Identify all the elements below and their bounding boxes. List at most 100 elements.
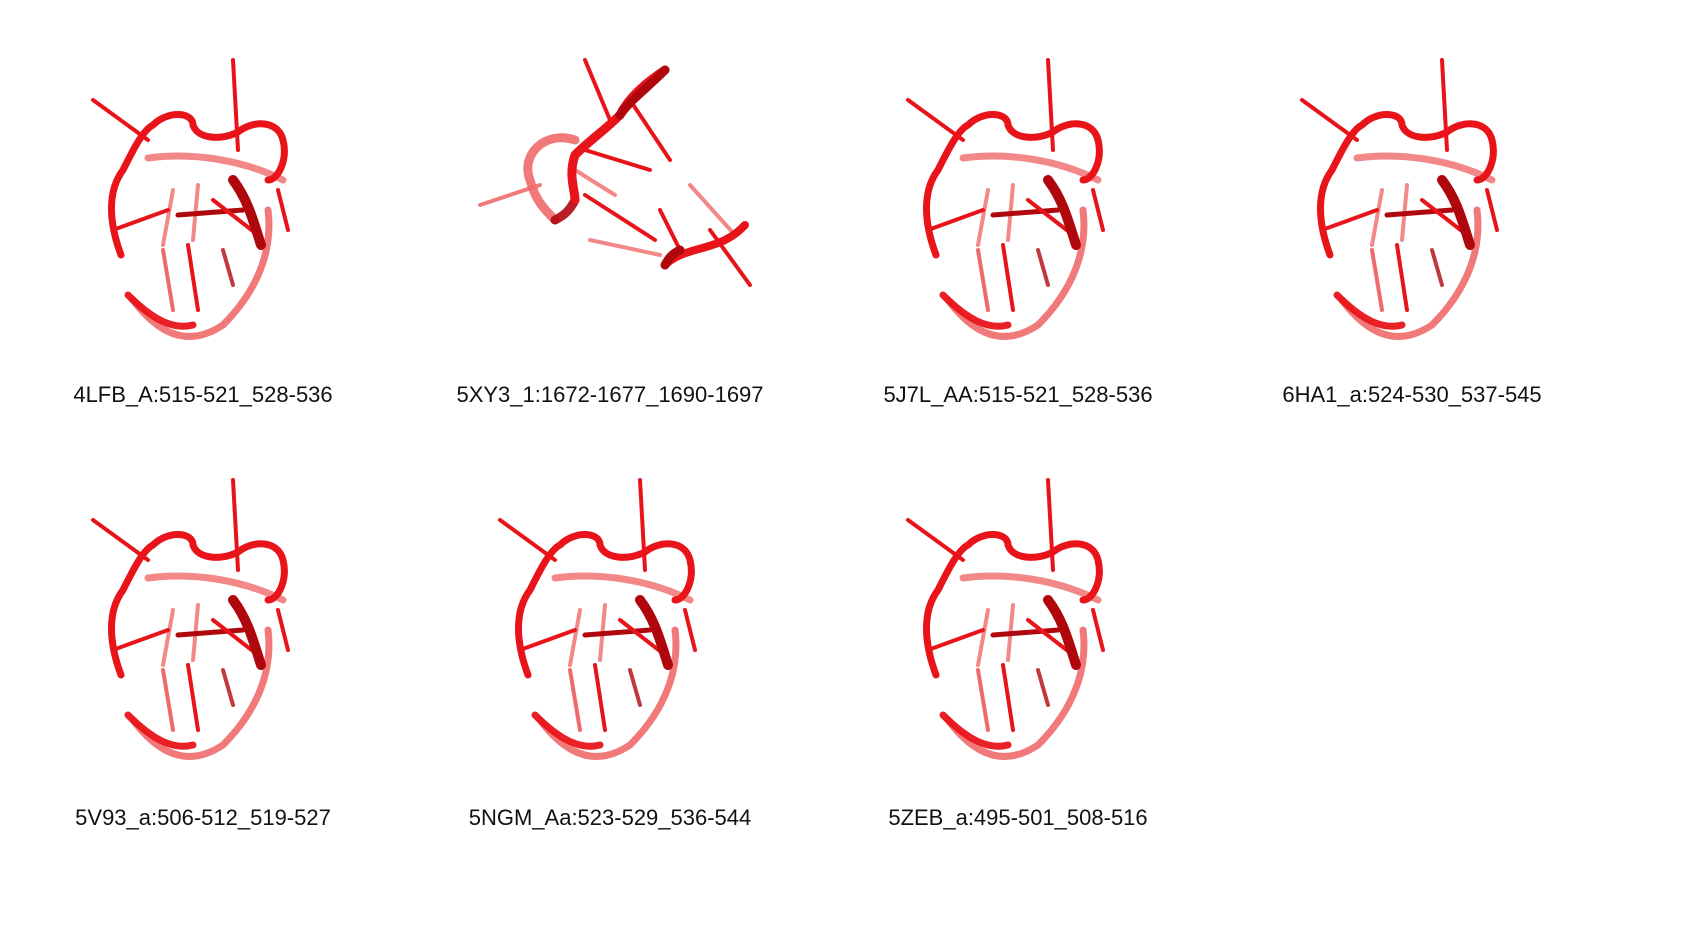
backbone-strand xyxy=(661,221,749,269)
backbone-strand xyxy=(660,245,685,270)
base-stick xyxy=(583,58,612,122)
structure-label: 5V93_a:506-512_519-527 xyxy=(75,805,331,830)
base-stick xyxy=(186,243,200,312)
backbone-strand xyxy=(531,711,604,750)
structure-panel: 6HA1_a:524-530_537-545 xyxy=(1232,0,1592,420)
base-stick xyxy=(1430,248,1444,287)
base-stick xyxy=(583,148,652,172)
structure-label: 5XY3_1:1672-1677_1690-1697 xyxy=(456,382,764,407)
rna-structure-image xyxy=(91,58,290,340)
rna-structure-image xyxy=(906,478,1105,760)
base-stick xyxy=(568,668,582,732)
base-stick xyxy=(91,518,150,562)
base-stick xyxy=(1091,608,1105,652)
base-stick xyxy=(568,608,582,667)
backbone-strand xyxy=(108,111,288,259)
base-stick xyxy=(186,663,200,732)
base-stick xyxy=(708,228,752,287)
base-stick xyxy=(111,628,170,652)
base-stick xyxy=(976,188,990,247)
base-stick xyxy=(688,183,737,237)
base-stick xyxy=(990,627,1061,638)
base-stick xyxy=(683,608,697,652)
base-stick xyxy=(906,518,965,562)
backbone-strand xyxy=(228,175,266,250)
structure-label: 4LFB_A:515-521_528-536 xyxy=(73,382,333,407)
backbone-strand xyxy=(1043,175,1081,250)
base-stick xyxy=(1001,243,1015,312)
structure-panel: 5XY3_1:1672-1677_1690-1697 xyxy=(430,0,790,420)
backbone-strand xyxy=(144,572,287,604)
backbone-strand xyxy=(124,711,197,750)
backbone-strand xyxy=(536,626,680,760)
backbone-strand xyxy=(1338,206,1482,340)
rna-structure-image xyxy=(1300,58,1499,340)
backbone-strand xyxy=(1333,291,1406,330)
base-stick xyxy=(221,668,235,707)
structure-label: 6HA1_a:524-530_537-545 xyxy=(1282,382,1542,407)
backbone-strand xyxy=(635,595,673,670)
base-stick xyxy=(1384,207,1455,218)
base-stick xyxy=(588,238,662,257)
base-stick xyxy=(990,207,1061,218)
base-stick xyxy=(658,208,682,252)
base-stick xyxy=(221,248,235,287)
base-stick xyxy=(91,98,150,142)
rna-structure-image xyxy=(91,478,290,760)
base-stick xyxy=(906,98,965,142)
structure-panel: 5V93_a:506-512_519-527 xyxy=(23,420,383,840)
backbone-strand xyxy=(923,111,1103,259)
base-stick xyxy=(498,518,557,562)
base-stick xyxy=(276,188,290,232)
base-stick xyxy=(518,628,577,652)
base-stick xyxy=(1395,243,1409,312)
backbone-strand xyxy=(923,531,1103,679)
base-stick xyxy=(1320,208,1379,232)
base-stick xyxy=(573,168,617,197)
base-stick xyxy=(583,193,657,242)
backbone-strand xyxy=(108,531,288,679)
structure-panel: 5J7L_AA:515-521_528-536 xyxy=(838,0,1198,420)
backbone-strand xyxy=(959,152,1102,184)
base-stick xyxy=(582,627,653,638)
backbone-strand xyxy=(939,711,1012,750)
backbone-strand xyxy=(129,626,273,760)
rna-structure-image xyxy=(906,58,1105,340)
base-stick xyxy=(1485,188,1499,232)
base-stick xyxy=(161,668,175,732)
base-stick xyxy=(1370,188,1384,247)
base-stick xyxy=(161,248,175,312)
base-stick xyxy=(1370,248,1384,312)
backbone-strand xyxy=(1353,152,1496,184)
base-stick xyxy=(1001,663,1015,732)
base-stick xyxy=(175,627,246,638)
structure-panel: 4LFB_A:515-521_528-536 xyxy=(23,0,383,420)
structure-label: 5J7L_AA:515-521_528-536 xyxy=(883,382,1153,407)
base-stick xyxy=(478,183,542,207)
backbone-strand xyxy=(1317,111,1497,259)
backbone-strand xyxy=(1043,595,1081,670)
base-stick xyxy=(1420,198,1469,237)
backbone-strand xyxy=(124,291,197,330)
base-stick xyxy=(593,663,607,732)
base-stick xyxy=(618,618,667,657)
base-stick xyxy=(976,608,990,667)
base-stick xyxy=(628,98,672,162)
rna-structure-image xyxy=(478,58,752,287)
backbone-strand xyxy=(615,65,670,120)
rna-structure-image xyxy=(498,478,697,760)
base-stick xyxy=(1036,668,1050,707)
backbone-strand xyxy=(515,531,695,679)
base-stick xyxy=(211,198,260,237)
structure-label: 5ZEB_a:495-501_508-516 xyxy=(888,805,1148,830)
base-stick xyxy=(976,248,990,312)
base-stick xyxy=(926,628,985,652)
base-stick xyxy=(1026,198,1075,237)
backbone-strand xyxy=(523,133,580,225)
base-stick xyxy=(211,618,260,657)
base-stick xyxy=(111,208,170,232)
base-stick xyxy=(161,188,175,247)
backbone-strand xyxy=(959,572,1102,604)
backbone-strand xyxy=(944,626,1088,760)
base-stick xyxy=(1036,248,1050,287)
